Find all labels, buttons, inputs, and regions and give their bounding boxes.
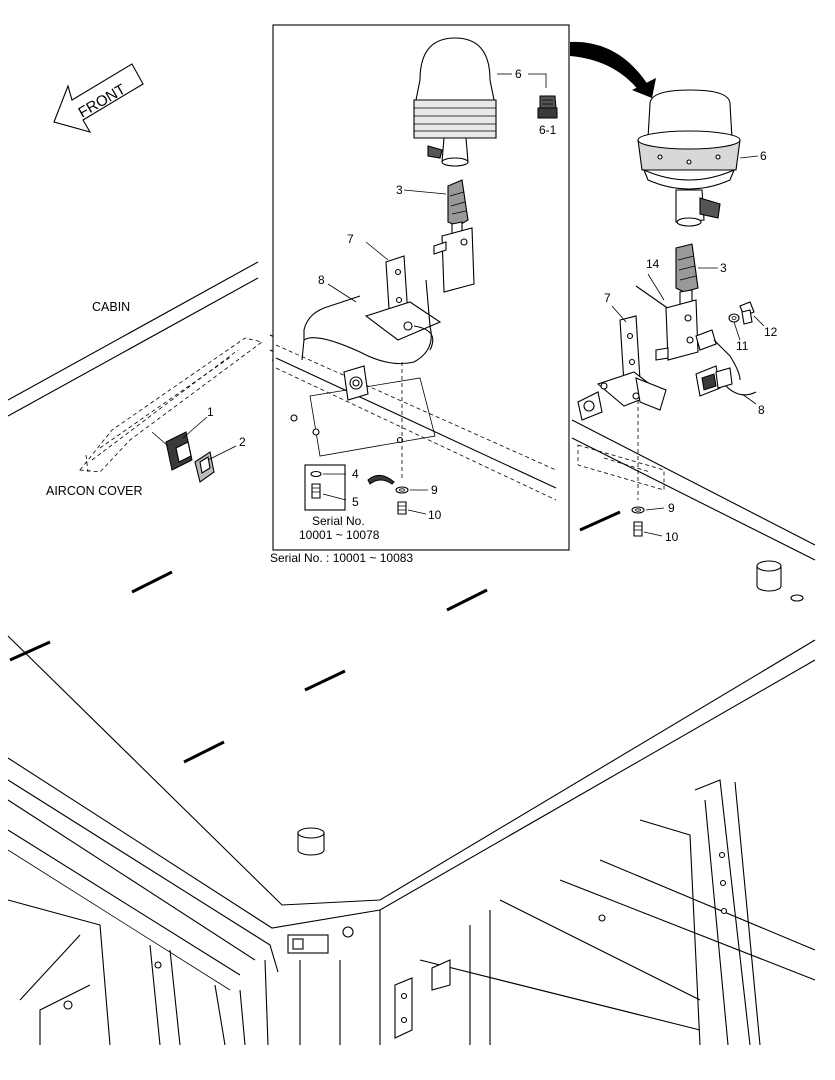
callout-right-9: 9 (668, 501, 675, 515)
detail-box-left: 6 6-1 3 7 (272, 24, 570, 551)
beacon-lamp-right (637, 89, 741, 190)
mount-bracket-left (364, 227, 475, 341)
callout-left-7: 7 (347, 232, 354, 246)
inner-serial-title: Serial No. (312, 514, 365, 528)
callout-left-5: 5 (352, 495, 359, 509)
callout-left-6-1: 6-1 (539, 123, 557, 137)
callout-right-7: 7 (604, 291, 611, 305)
callout-1: 1 (207, 405, 214, 419)
callout-right-11: 11 (736, 339, 749, 353)
washer-4 (310, 470, 322, 478)
callout-left-6: 6 (515, 67, 522, 81)
cabin-roof-structure (7, 261, 816, 1046)
rocker-switch (151, 431, 193, 471)
bolt-10-right (633, 521, 643, 537)
roof-boss-right (756, 560, 782, 592)
callout-left-4: 4 (352, 467, 359, 481)
mount-boot-right (675, 243, 699, 309)
callout-2: 2 (239, 435, 246, 449)
beacon-lamp-left (413, 37, 497, 167)
mount-bracket-right (596, 299, 699, 411)
callout-right-14: 14 (646, 257, 660, 271)
inner-serial-range: 10001 ~ 10078 (299, 528, 380, 542)
callout-left-3: 3 (396, 183, 403, 197)
front-direction-arrow: FRONT (53, 63, 144, 133)
switch-cover (194, 451, 215, 483)
callout-right-10: 10 (665, 530, 679, 544)
cable-right (713, 339, 741, 381)
bolt-10-left (397, 501, 407, 515)
connector-right (695, 365, 733, 397)
bulb-6-1 (537, 95, 558, 119)
transition-arrow (570, 41, 650, 92)
cable-left (301, 279, 432, 365)
mount-boot-left (447, 179, 469, 245)
outer-serial-note: Serial No. : 10001 ~ 10083 (270, 551, 413, 565)
washer-9-right (631, 506, 645, 514)
washer-9-left (395, 486, 409, 494)
callout-right-6: 6 (760, 149, 767, 163)
callout-right-3: 3 (720, 261, 727, 275)
callout-left-9: 9 (431, 483, 438, 497)
cabin-label: CABIN (92, 300, 130, 314)
roof-boss-left (297, 827, 325, 856)
aircon-cover-label: AIRCON COVER (46, 484, 143, 498)
callout-right-12: 12 (764, 325, 778, 339)
washer-11 (728, 313, 740, 323)
callout-left-8: 8 (318, 273, 325, 287)
callout-left-10: 10 (428, 508, 442, 522)
right-assembly: 6 3 14 7 (596, 89, 778, 544)
callout-right-8: 8 (758, 403, 765, 417)
bolt-5 (311, 483, 321, 499)
bolt-12 (739, 301, 755, 325)
inner-serial-box (304, 464, 346, 511)
